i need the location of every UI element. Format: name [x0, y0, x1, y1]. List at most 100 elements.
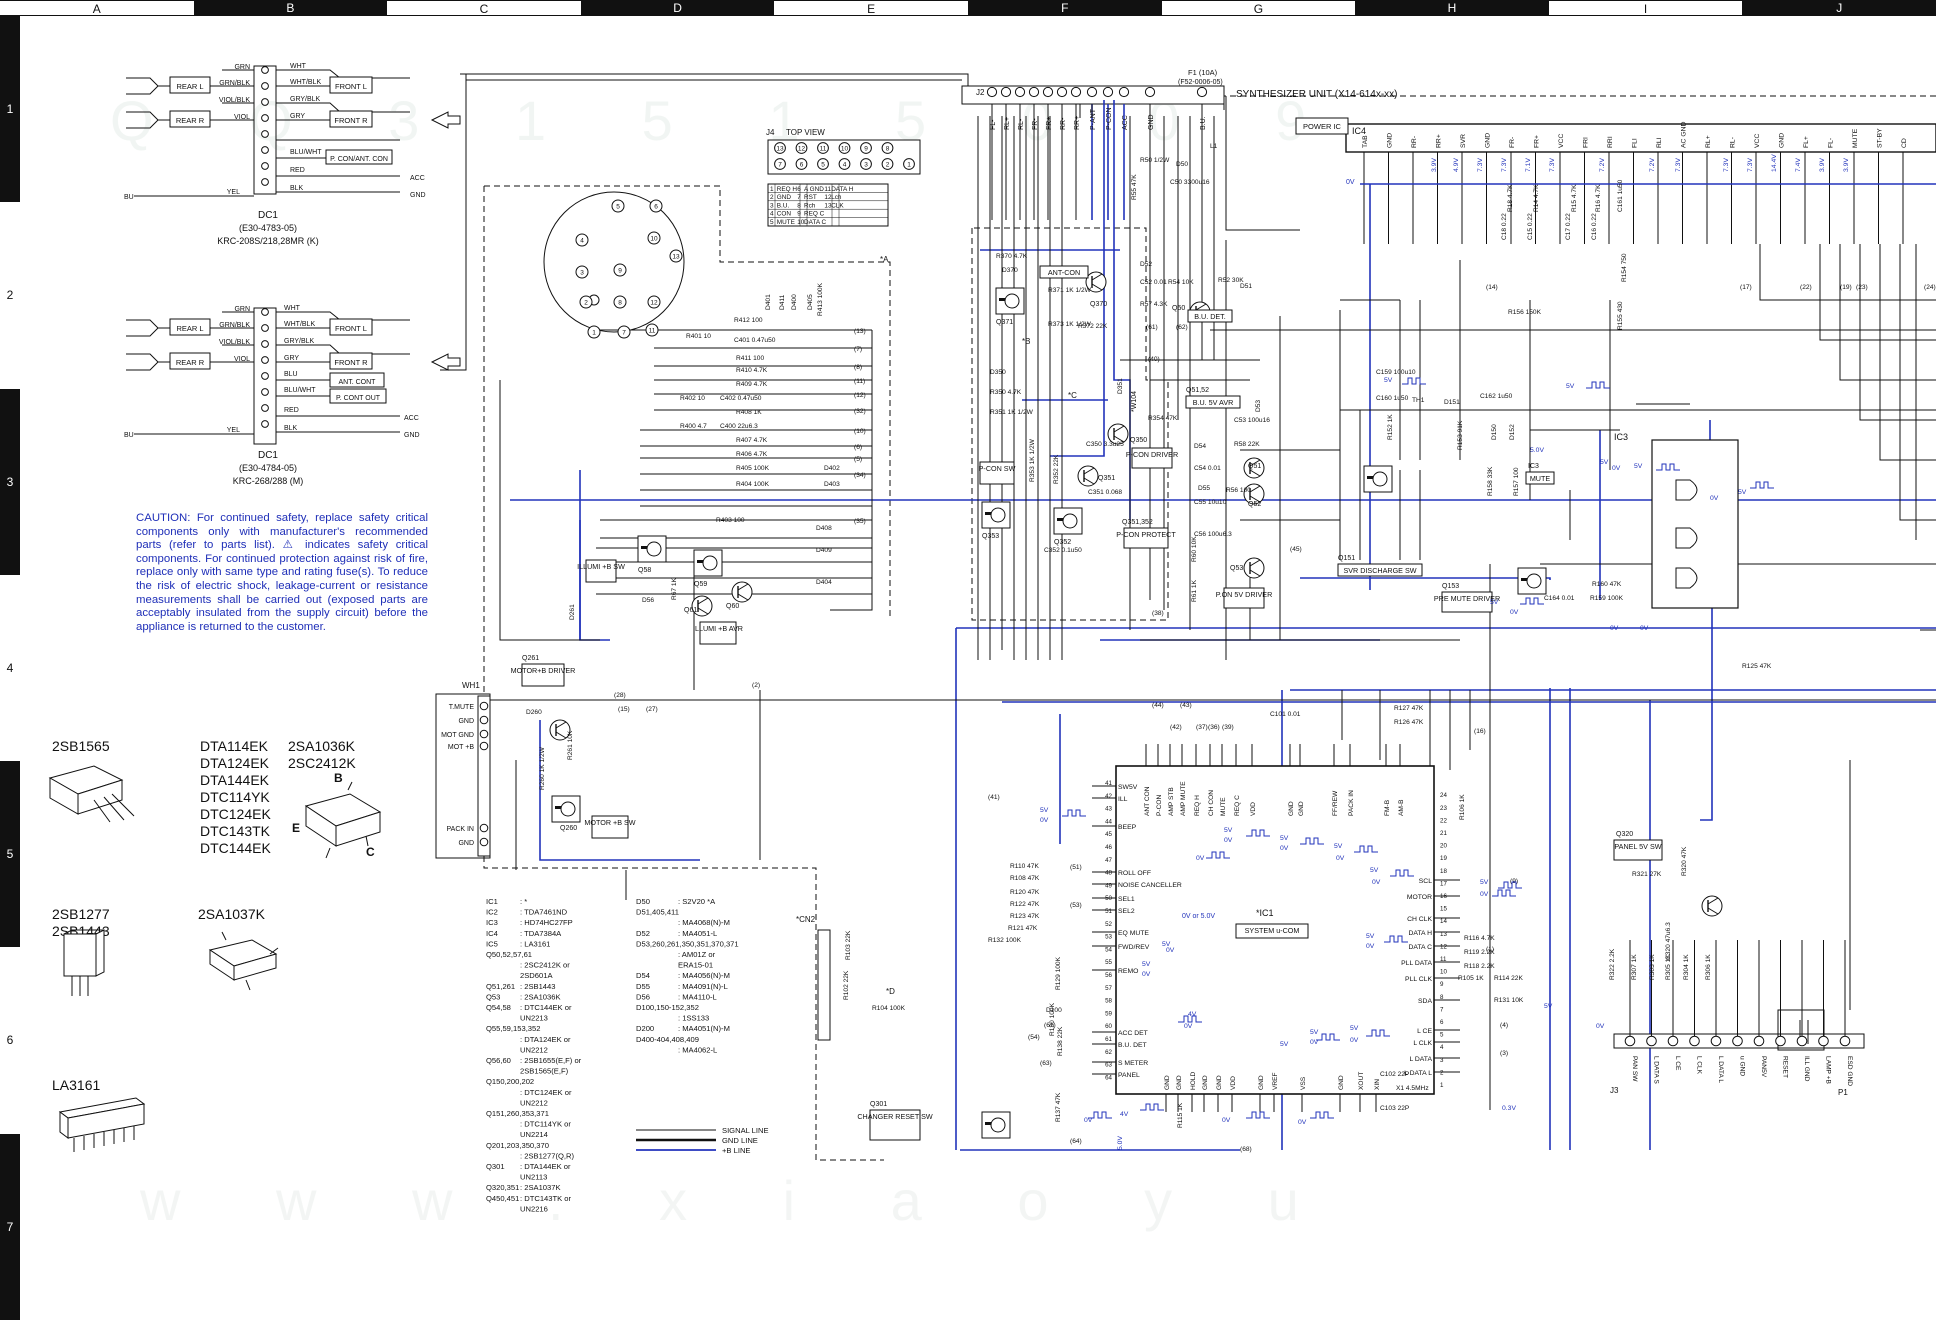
component-label: D52 — [1140, 261, 1152, 268]
schematic-label: ACC — [404, 415, 419, 422]
component-label: R408 1K — [736, 409, 762, 416]
waveform-glyph — [1140, 1103, 1164, 1111]
schematic-label: (22) — [1800, 284, 1812, 291]
j4-pin: 6 — [795, 158, 808, 170]
schematic-label: Q153 — [1442, 583, 1459, 590]
component-label: D100 — [1046, 1007, 1062, 1014]
connector-pin — [261, 388, 269, 396]
j4-round-pin: 9 — [613, 263, 627, 277]
schematic-label: 1 — [770, 186, 774, 193]
component-label: R306 1K — [1705, 954, 1712, 980]
j4-round-pin: 6 — [649, 199, 663, 213]
grid-column-e: E — [774, 0, 968, 16]
voltage-annotation: 5V — [1600, 459, 1609, 466]
schematic-label: Q52 — [1248, 501, 1261, 508]
schematic-label: 4.9V — [1453, 158, 1460, 172]
package-name: DTA124EK — [200, 755, 269, 771]
package-name: DTA144EK — [200, 772, 269, 788]
grid-column-j: J — [1742, 0, 1936, 16]
schematic-label: REQ H — [777, 186, 798, 193]
schematic-label: *CN2 — [796, 915, 816, 924]
schematic-label: 58 — [1105, 998, 1112, 1005]
schematic-label: GND — [1298, 801, 1305, 816]
schematic-label: FLI — [1632, 138, 1639, 148]
schematic-label: 52 — [1105, 921, 1112, 928]
schematic-label: (7) — [854, 346, 862, 353]
schematic-label: 23 — [1440, 805, 1447, 812]
schematic-label: 7.2V — [1599, 158, 1606, 172]
schematic-label: GND — [1176, 1075, 1183, 1090]
wh1-pin — [479, 837, 489, 847]
component-label: R106 1K — [1459, 794, 1466, 820]
schematic-label: GRY/BLK — [290, 96, 321, 103]
schematic-label: IC3 — [1528, 463, 1539, 470]
schematic-label: WHT — [290, 63, 307, 70]
component-label: D53 — [1255, 400, 1262, 412]
schematic-label: VIOL — [234, 356, 250, 363]
voltage-annotation: 5V — [1370, 867, 1379, 874]
schematic-label: SEL1 — [1118, 896, 1135, 903]
schematic-label: : MA4051-L — [678, 929, 717, 938]
waveform-glyph — [1354, 845, 1378, 853]
schematic-label: *A — [880, 255, 889, 264]
j4-round-pin: 12 — [647, 295, 661, 309]
schematic-label: 56 — [1105, 972, 1112, 979]
schematic-label: VCC — [1558, 134, 1565, 148]
schematic-label: PACK IN — [1348, 790, 1355, 816]
component-label: C102 22P — [1380, 1071, 1410, 1078]
illumi-avr-block: ILLUMI +B AVR — [693, 621, 743, 645]
schematic-label: ANT CON — [1144, 786, 1151, 816]
schematic-label: P1 — [1838, 1088, 1848, 1097]
schematic-label: VIOL/BLK — [219, 97, 250, 104]
j4-pin: 10 — [838, 142, 851, 154]
component-label: C164 0.01 — [1544, 595, 1575, 602]
component-label: R405 100K — [736, 465, 770, 472]
voltage-annotation: 0V — [1084, 1117, 1093, 1124]
wh1-pin — [479, 715, 489, 725]
component-label: R304 1K — [1683, 954, 1690, 980]
connector-pin — [261, 340, 269, 348]
component-label: D404 — [816, 579, 832, 586]
j2-pin-lines — [986, 86, 1208, 220]
schematic-label: 41 — [1105, 780, 1112, 787]
voltage-annotation: 0V — [1710, 495, 1719, 502]
transistor: Q370 — [1085, 271, 1107, 308]
component-label: C17 0.22 — [1565, 213, 1572, 240]
transistor-symbols: Q370Q371Q351Q353Q352Q50Q51Q52Q53Q58Q59Q6… — [549, 271, 1723, 1139]
schematic-label: PAN SW — [1631, 1056, 1638, 1082]
component-label: R353 1K 1/2W — [1029, 438, 1036, 482]
schematic-label: (11) — [854, 378, 865, 385]
component-label: R320 47K — [1681, 846, 1688, 876]
schematic-label: FRONT R — [334, 358, 368, 367]
schematic-label: ESD GND — [1846, 1056, 1853, 1086]
component-label: R61 1K — [1191, 579, 1198, 602]
schematic-label: (62) — [1176, 324, 1188, 331]
schematic-label: 61 — [1105, 1036, 1112, 1043]
ic1-pins — [1092, 744, 1460, 1112]
net-number: (45) — [1290, 546, 1302, 553]
j4-round-pin: 13 — [669, 249, 683, 263]
j4-pin: 1 — [903, 158, 915, 170]
component-label: R155 430 — [1617, 301, 1624, 330]
schematic-label: 53 — [1105, 934, 1112, 941]
schematic-label: GND — [458, 840, 474, 847]
component-label: C350 3.3u25 — [1086, 441, 1124, 448]
schematic-label: Q350 — [1130, 437, 1147, 444]
schematic-label: Q151 — [1338, 555, 1355, 562]
schematic-label: (61) — [1146, 324, 1158, 331]
waveform-glyph — [1586, 381, 1610, 389]
schematic-label: UN2113 — [520, 1173, 547, 1182]
grid-row-3: 3 — [0, 388, 20, 575]
net-number: (8) — [854, 364, 862, 371]
schematic-label: ERA15-01 — [678, 961, 713, 970]
schematic-label: GND — [410, 192, 426, 199]
schematic-label: REAR R — [176, 116, 205, 125]
waveform-glyph — [1492, 889, 1516, 897]
digital-transistor: Q353 — [981, 501, 1011, 540]
component-label: C160 1u50 — [1376, 395, 1409, 402]
schematic-label: MOTOR — [1407, 894, 1432, 901]
schematic-label: 46 — [1105, 844, 1112, 851]
grid-column-b: B — [193, 0, 388, 16]
schematic-label: (E30-4783-05) — [239, 223, 297, 233]
